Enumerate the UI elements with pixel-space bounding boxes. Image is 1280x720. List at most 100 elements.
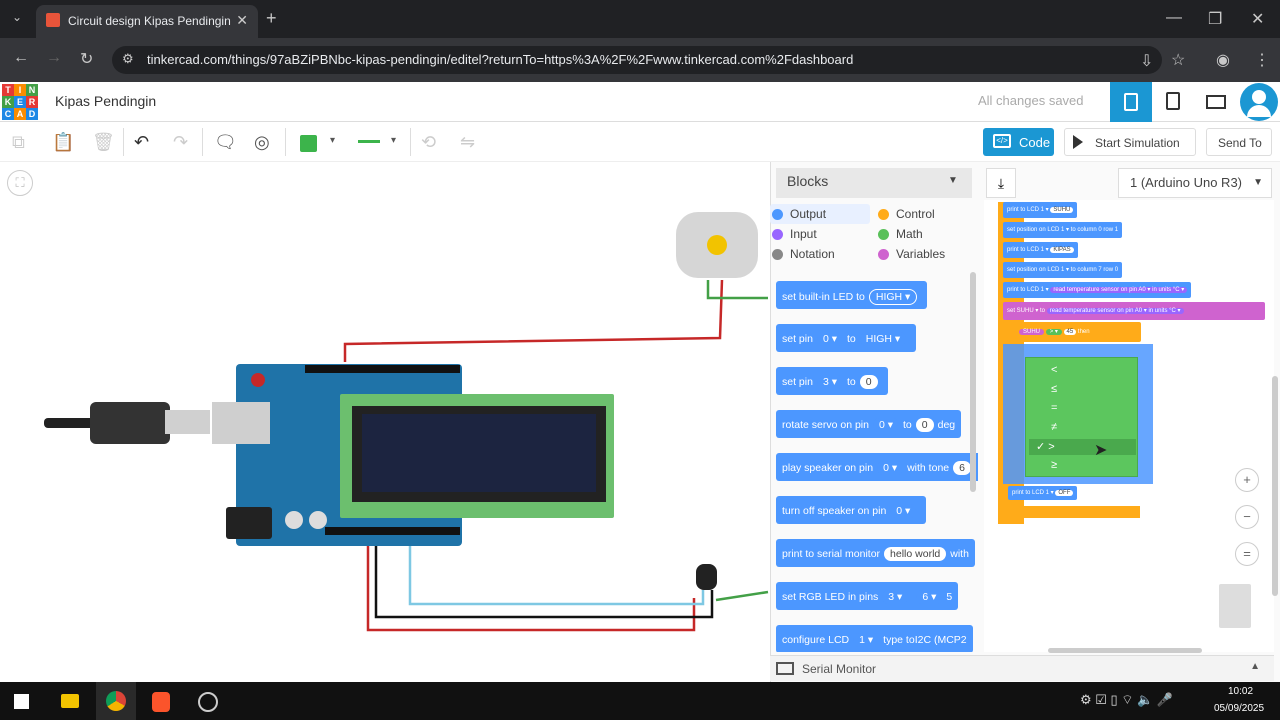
site-info-icon[interactable]: ⚙ <box>122 51 134 66</box>
chrome-taskbar-button[interactable] <box>96 682 136 720</box>
operator-option[interactable]: ≠ <box>1051 421 1058 433</box>
chevron-up-icon[interactable]: ▲ <box>1250 661 1260 672</box>
workspace-scrollbar[interactable] <box>1272 376 1278 596</box>
circuit-view-button[interactable] <box>1110 82 1152 122</box>
tray-icons[interactable]: ⚙ ☑ ▯ ⌔ 🔈 🎤 <box>1080 692 1174 707</box>
workspace-block[interactable]: set position on LCD 1 ▾ to column 7 row … <box>1003 262 1123 278</box>
undo-icon[interactable]: ↶ <box>134 132 150 152</box>
code-mode-dropdown[interactable]: Blocks ▼ <box>776 168 972 198</box>
clock-time[interactable]: 10:02 <box>1228 686 1254 697</box>
operator-option[interactable]: ≤ <box>1051 383 1058 395</box>
wire-dropdown-icon[interactable]: ▾ <box>391 135 397 146</box>
block-value[interactable]: 6 ▾ <box>916 590 943 604</box>
trash-icon[interactable] <box>1219 584 1251 628</box>
start-icon[interactable] <box>14 694 29 709</box>
tab-search-icon[interactable]: ⌄ <box>12 10 23 24</box>
send-to-button[interactable]: Send To <box>1206 128 1272 156</box>
block-value[interactable]: 0 ▾ <box>816 332 843 346</box>
clock-date[interactable]: 05/09/2025 <box>1214 703 1265 714</box>
paste-icon[interactable]: 📋 <box>52 132 75 152</box>
rotate-icon[interactable]: ⟲ <box>421 132 437 152</box>
category-variables[interactable]: Variables <box>878 247 945 261</box>
wire-type-icon[interactable] <box>358 140 380 143</box>
block-value[interactable]: HIGH ▾ <box>859 332 907 346</box>
category-input[interactable]: Input <box>772 227 817 241</box>
category-math[interactable]: Math <box>878 227 923 241</box>
back-icon[interactable]: ← <box>13 49 29 66</box>
notes-icon[interactable]: 🗨 <box>214 132 237 152</box>
block-value[interactable]: 0 ▾ <box>877 461 904 475</box>
block-value[interactable]: I2C (MCP2 <box>914 634 967 646</box>
close-window-icon[interactable]: ✕ <box>1251 11 1265 28</box>
new-tab-icon[interactable]: + <box>266 8 277 28</box>
annotation-toggle-icon[interactable]: ◎ <box>254 132 270 152</box>
menu-dots-icon[interactable]: ⋮ <box>1254 52 1270 69</box>
component-list-icon[interactable] <box>1206 95 1226 109</box>
brave-icon[interactable] <box>152 692 170 712</box>
color-swatch[interactable] <box>300 135 317 152</box>
block-value[interactable]: HIGH ▾ <box>868 289 918 305</box>
workspace-block[interactable]: print to LCD 1 ▾ read temperature sensor… <box>1003 282 1192 298</box>
schematic-view-icon[interactable] <box>1166 92 1180 110</box>
block-value[interactable]: 3 ▾ <box>882 590 909 604</box>
start-simulation-button[interactable]: Start Simulation <box>1064 128 1196 156</box>
palette-scrollbar[interactable] <box>970 272 976 492</box>
operator-option-selected[interactable]: ✓ > <box>1036 441 1055 453</box>
circuit-canvas[interactable]: ⛶ <box>0 162 770 682</box>
block-value[interactable]: 0 ▾ <box>872 418 899 432</box>
category-control[interactable]: Control <box>878 207 935 221</box>
if-operator[interactable]: > ▾ <box>1045 329 1062 335</box>
serial-monitor-bar[interactable]: Serial Monitor ▲ <box>770 655 1274 681</box>
operator-option[interactable]: < <box>1051 364 1058 376</box>
if-number[interactable]: 45 <box>1063 329 1077 335</box>
operator-option[interactable]: ≥ <box>1051 459 1058 471</box>
color-dropdown-icon[interactable]: ▾ <box>330 135 336 146</box>
forward-icon[interactable]: → <box>46 49 62 66</box>
zoom-reset-icon[interactable]: = <box>1235 542 1259 566</box>
zoom-out-icon[interactable]: − <box>1235 505 1259 529</box>
block-value[interactable]: 0 ▾ <box>890 504 917 518</box>
obs-icon[interactable] <box>198 692 218 712</box>
block-value[interactable]: 0 <box>859 375 878 389</box>
if-block[interactable]: SUHU > ▾ 45 then <box>1003 322 1141 342</box>
restore-icon[interactable]: ❐ <box>1208 11 1223 28</box>
workspace-hscrollbar[interactable] <box>1048 648 1202 653</box>
board-select[interactable]: 1 (Arduino Uno R3) ▼ <box>1118 168 1272 198</box>
block-value[interactable]: 6 <box>953 461 971 475</box>
project-title[interactable]: Kipas Pendingin <box>55 93 157 109</box>
file-explorer-icon[interactable] <box>61 694 79 708</box>
category-notation[interactable]: Notation <box>772 247 835 261</box>
profile-icon[interactable]: ◉ <box>1216 52 1230 69</box>
install-app-icon[interactable]: ⇩ <box>1140 53 1154 70</box>
workspace-block[interactable]: print to LCD 1 ▾ OFF <box>1008 486 1078 500</box>
minimize-icon[interactable]: — <box>1166 9 1182 26</box>
block-value[interactable]: 0 <box>915 418 934 432</box>
tinkercad-logo[interactable]: T I N K E R C A D <box>2 84 39 121</box>
operator-dropdown-menu[interactable]: < ≤ = ≠ ✓ > ≥ <box>1025 357 1138 477</box>
delete-icon[interactable]: 🗑 <box>92 132 115 152</box>
bookmark-star-icon[interactable]: ☆ <box>1171 52 1186 69</box>
close-tab-icon[interactable]: ✕ <box>236 12 248 28</box>
flip-icon[interactable]: ⇋ <box>460 132 476 152</box>
redo-icon[interactable]: ↷ <box>173 132 189 152</box>
if-variable[interactable]: SUHU <box>1019 329 1045 335</box>
workspace-block[interactable]: print to LCD 1 ▾ SUHU <box>1003 202 1078 218</box>
copy-icon[interactable]: ⧉ <box>12 132 25 152</box>
block-value[interactable]: 1 ▾ <box>853 633 880 647</box>
code-button[interactable]: </> Code <box>983 128 1054 156</box>
workspace-block[interactable]: set SUHU ▾ to read temperature sensor on… <box>1003 302 1265 320</box>
workspace-block[interactable]: print to LCD 1 ▾ KIPAS <box>1003 242 1078 258</box>
url-field[interactable]: ⚙ tinkercad.com/things/97aBZiPBNbc-kipas… <box>112 46 1162 74</box>
zoom-in-icon[interactable]: + <box>1235 468 1259 492</box>
category-output[interactable]: Output <box>772 207 826 221</box>
fit-view-icon[interactable]: ⛶ <box>7 170 33 196</box>
